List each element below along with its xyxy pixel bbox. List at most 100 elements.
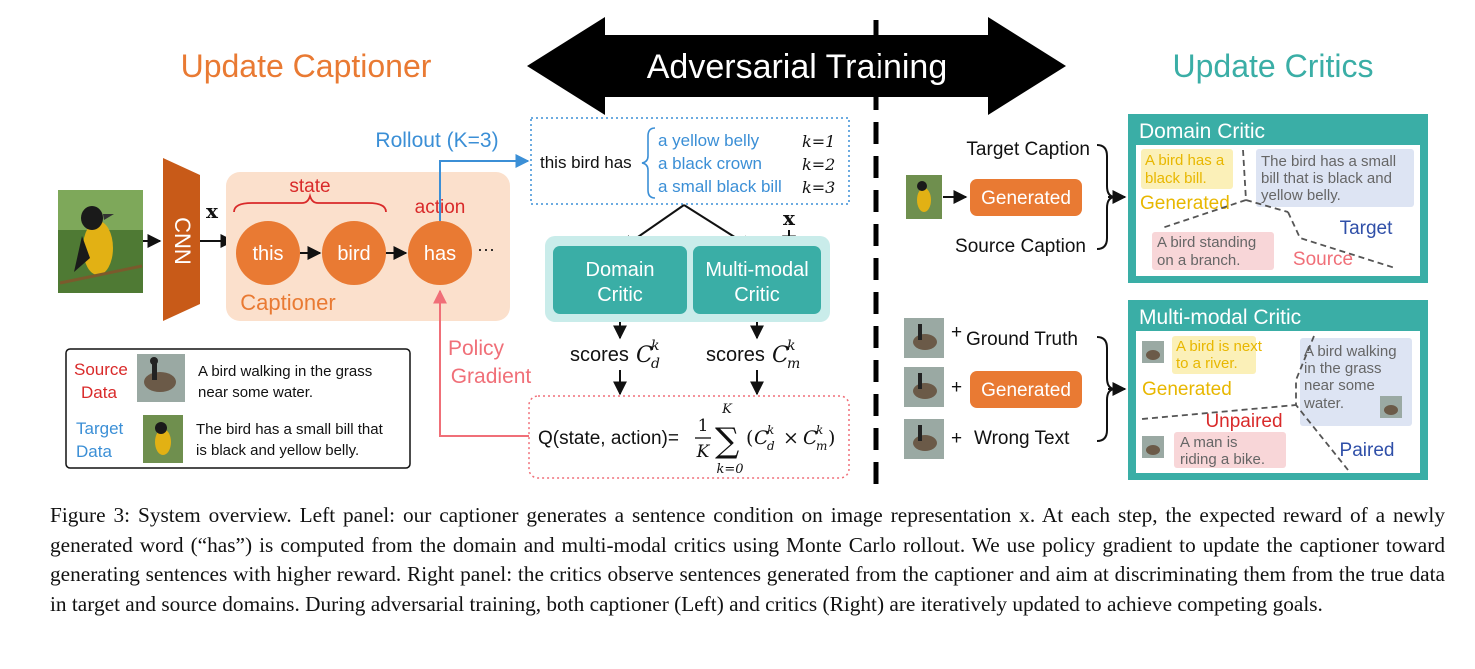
domain-target-text: The bird has a small <box>1261 153 1396 170</box>
rollout-k-label: k=1 <box>802 132 835 151</box>
captioner-label: Captioner <box>240 290 335 315</box>
rollout-k-label: k=2 <box>802 155 835 174</box>
mm-paired-text: water. <box>1303 395 1344 412</box>
mm-paired-text: A bird walking <box>1304 343 1397 360</box>
policy-gradient-label: Gradient <box>451 365 532 388</box>
domain-target-text: bill that is black and <box>1261 170 1392 187</box>
mm-generated-text: to a river. <box>1176 355 1238 372</box>
ellipsis: ··· <box>477 239 495 259</box>
source-data-text: near some water. <box>198 384 313 401</box>
q-formula: Q(state, action)= 1 K ∑ K k=0 ( C k d × … <box>538 402 835 477</box>
svg-text:Q(state, action)=: Q(state, action)= <box>538 428 679 449</box>
plus-sign: + <box>951 322 962 343</box>
adversarial-title: Adversarial Training <box>647 48 947 86</box>
goose-mini-photo <box>1380 396 1402 418</box>
svg-text:k: k <box>816 423 823 437</box>
cnn-block <box>163 158 200 321</box>
rollout-prefix: this bird has <box>540 153 632 172</box>
domain-target-text: yellow belly. <box>1261 187 1341 204</box>
domain-critic-box: Domain Critic <box>553 246 687 314</box>
svg-text:∑: ∑ <box>715 421 739 461</box>
right-panel-title: Update Critics <box>1173 48 1374 84</box>
domain-boundary <box>1161 199 1247 229</box>
rollout-completion: a yellow belly <box>658 131 760 150</box>
plus-sign: + <box>951 428 962 449</box>
policy-gradient-arrow <box>433 289 529 437</box>
word-node-has: has <box>408 221 472 285</box>
domain-generated-text: black bill. <box>1145 170 1207 187</box>
source-data-label: Data <box>81 383 117 402</box>
domain-source-text: on a branch. <box>1157 252 1240 269</box>
mm-paired-text: near some <box>1304 377 1375 394</box>
svg-text:has: has <box>424 243 456 265</box>
mm-unpaired-text: A man is <box>1180 434 1238 451</box>
domain-generated-bubble <box>1141 149 1233 189</box>
target-data-label: Data <box>76 442 112 461</box>
bird-small-photo <box>906 175 942 219</box>
svg-text:1: 1 <box>698 416 709 436</box>
mm-generated-bubble <box>1172 336 1256 374</box>
svg-text:scores: scores <box>706 344 765 366</box>
target-data-text: The bird has a small bill that <box>196 421 384 438</box>
rollout-label: Rollout (K=3) <box>375 129 498 152</box>
multimodal-critic-box: Multi-modal Critic <box>693 246 821 314</box>
wrong-text-label: Wrong Text <box>974 428 1070 449</box>
svg-text:K: K <box>696 442 711 462</box>
mm-generated-label: Generated <box>1142 379 1232 400</box>
svg-text:m: m <box>816 439 827 453</box>
rollout-arrow <box>439 154 530 221</box>
domain-source-bubble <box>1152 232 1274 270</box>
mm-boundary <box>1295 335 1349 471</box>
rollout-completion: a black crown <box>658 154 762 173</box>
state-label: state <box>289 176 330 197</box>
svg-text:Generated: Generated <box>981 380 1071 401</box>
rollout-completion: a small black bill <box>658 177 782 196</box>
domain-source-text: A bird standing <box>1157 234 1256 251</box>
domain-target-label: Target <box>1340 218 1394 239</box>
svg-text:×: × <box>783 427 799 449</box>
bird-photo <box>58 190 143 293</box>
plus-sign: + <box>951 377 962 398</box>
svg-text:this: this <box>252 243 283 265</box>
source-caption-label: Source Caption <box>955 236 1086 257</box>
svg-text:Multi-modal: Multi-modal <box>705 259 808 281</box>
svg-text:K: K <box>721 402 733 417</box>
scores-multimodal: scores C k m <box>706 338 800 372</box>
svg-text:Domain: Domain <box>586 259 655 281</box>
domain-generated-label: Generated <box>1140 193 1230 214</box>
svg-text:bird: bird <box>337 243 370 265</box>
svg-text:d: d <box>651 356 660 372</box>
svg-text:Generated: Generated <box>981 188 1071 209</box>
svg-text:m: m <box>787 356 800 372</box>
target-data-text: is black and yellow belly. <box>196 442 359 459</box>
target-caption-label: Target Caption <box>966 139 1090 160</box>
svg-text:k: k <box>787 338 795 354</box>
svg-text:Critic: Critic <box>597 284 643 306</box>
domain-source-label: Source <box>1293 249 1353 270</box>
mm-paired-label: Paired <box>1340 440 1395 461</box>
mm-unpaired-label: Unpaired <box>1205 411 1282 432</box>
svg-text:): ) <box>828 427 835 449</box>
figure-caption: Figure 3: System overview. Left panel: o… <box>50 501 1445 619</box>
domain-target-bubble <box>1256 149 1414 207</box>
caption-text: System overview. Left panel: our caption… <box>50 503 1445 616</box>
bird-thumb-photo <box>143 415 183 463</box>
word-node-this: this <box>236 221 300 285</box>
adversarial-double-arrow <box>527 17 1066 115</box>
q-formula-box <box>528 395 850 479</box>
word-node-bird: bird <box>322 221 386 285</box>
svg-text:k: k <box>767 423 774 437</box>
mm-generated-text: A bird is next <box>1176 338 1263 355</box>
domain-critic-title: Domain Critic <box>1139 120 1265 143</box>
x-feature-label: x <box>206 199 219 223</box>
critic-x-label: x <box>783 206 796 230</box>
mm-unpaired-text: riding a bike. <box>1180 451 1265 468</box>
svg-text:C: C <box>636 343 653 368</box>
mm-critic-title: Multi-modal Critic <box>1139 306 1301 329</box>
svg-text:C: C <box>754 427 769 449</box>
svg-text:scores: scores <box>570 344 629 366</box>
goose-small-photo <box>904 419 944 459</box>
domain-boundary <box>1287 211 1396 269</box>
mm-unpaired-bubble <box>1174 432 1286 468</box>
svg-text:d: d <box>767 439 775 453</box>
